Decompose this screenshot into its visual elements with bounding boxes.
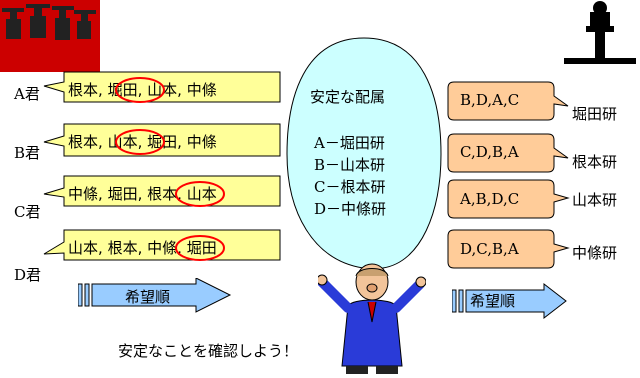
pref-item-matched: 山本 [107, 133, 138, 151]
right-arrow-label: 希望順 [470, 292, 516, 310]
match-circle [175, 235, 225, 261]
balloon-line: A－堀田研 [314, 134, 385, 152]
pref-item-matched: 堀田 [107, 81, 138, 99]
match-circle [115, 129, 165, 155]
pref-item: 山本 [147, 81, 178, 99]
lab-pref-box [447, 81, 569, 121]
student-label: C君 [14, 203, 41, 221]
student-label: B君 [14, 144, 41, 162]
match-circle [115, 77, 165, 103]
lab-name: 根本研 [572, 153, 618, 171]
pref-item: 山本 [68, 239, 99, 257]
student-pref-box [43, 123, 281, 157]
presenter-man-icon [318, 263, 426, 374]
balloon-line: B－山本研 [314, 156, 386, 174]
student-pref-list: 山本, 根本, 中條, 堀田 [68, 239, 217, 257]
pref-item: 堀田 [107, 185, 138, 203]
lab-callouts [447, 81, 570, 269]
match-circle [175, 181, 225, 207]
lab-name: 中條研 [572, 244, 618, 262]
pref-item: 堀田 [147, 133, 178, 151]
lab-pref-list: B,D,A,C [460, 91, 520, 109]
pref-item: 根本 [68, 133, 99, 151]
podium-speaker-icon [564, 1, 636, 64]
pref-item: 堀田 [186, 239, 217, 257]
left-order-arrow [78, 278, 232, 313]
pref-item: 中條 [186, 133, 217, 151]
pref-item: 根本 [68, 81, 99, 99]
student-label: A君 [14, 85, 40, 103]
lab-pref-list: A,B,D,C [460, 190, 520, 208]
balloon-line: C－根本研 [314, 178, 386, 196]
student-pref-box [43, 71, 281, 103]
student-pref-list: 中條, 堀田, 根本, 山本 [68, 185, 217, 203]
lab-pref-list: C,D,B,A [460, 143, 519, 161]
lab-pref-list: D,C,B,A [460, 240, 519, 258]
student-pref-list: 根本, 堀田, 山本, 中條 [68, 81, 217, 99]
balloon-title: 安定な配属 [310, 88, 386, 106]
pref-item: 山本 [186, 185, 217, 203]
lab-name: 堀田研 [572, 105, 618, 123]
student-pref-list: 根本, 山本, 堀田, 中條 [68, 133, 217, 151]
pref-item-matched: 根本 [147, 185, 178, 203]
lab-pref-box [447, 229, 570, 269]
pref-item: 中條 [68, 185, 99, 203]
footer-text: 安定なことを確認しよう！ [118, 342, 299, 360]
pref-item: 中條 [186, 81, 217, 99]
lab-pref-box [447, 179, 570, 219]
balloon-line: D－中條研 [314, 200, 387, 218]
left-arrow-label: 希望順 [125, 288, 171, 306]
lab-name: 山本研 [572, 191, 618, 209]
graduates-logo-icon [0, 0, 100, 72]
right-order-arrow [452, 282, 567, 320]
pref-item-matched: 中條 [147, 239, 178, 257]
lab-pref-box [447, 133, 569, 173]
student-label: D君 [14, 266, 42, 284]
pref-item: 根本 [107, 239, 138, 257]
